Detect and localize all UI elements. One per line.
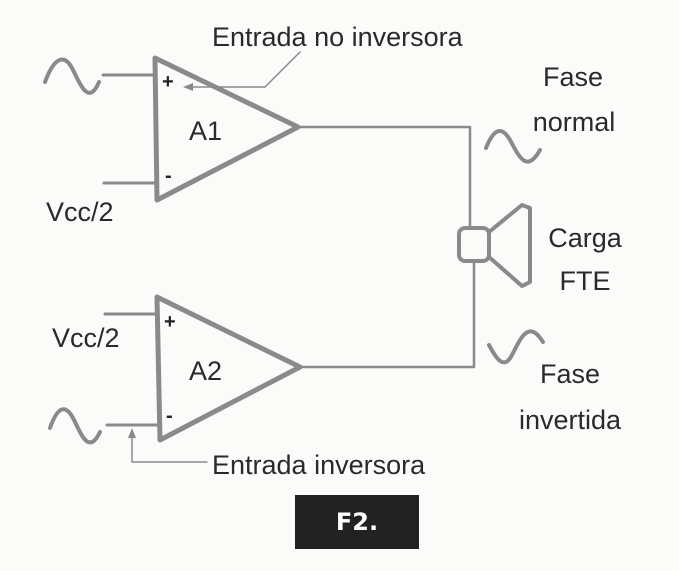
opamp-a2-label: A2 [189, 356, 223, 386]
phase-normal-label-line2: normal [532, 107, 616, 137]
sine-wave-icon [43, 57, 101, 95]
a2-minus-sign: - [166, 405, 173, 427]
vcc-a2-label: Vcc/2 [52, 323, 120, 353]
noninverting-arrow-icon [183, 83, 193, 91]
figure-label-badge: F2. [295, 495, 419, 549]
a1-plus-sign: + [162, 71, 174, 93]
inverting-input-label: Entrada inversora [212, 450, 426, 480]
sine-wave-icon [48, 407, 102, 445]
load-label-line2: FTE [559, 266, 611, 296]
inverting-arrow-icon [128, 428, 136, 438]
phase-inverted-label-line1: Fase [539, 359, 601, 389]
a1-output-wire [296, 125, 472, 228]
load-label-line1: Carga [548, 223, 622, 253]
inverted-sine-wave-icon [487, 329, 545, 365]
a1-minus-sign: - [165, 165, 172, 187]
inverting-input-leader [131, 433, 208, 463]
speaker-icon [457, 203, 532, 288]
noninverting-input-leader [191, 51, 301, 88]
a2-output-wire [298, 260, 476, 369]
sine-wave-icon [484, 129, 542, 164]
opamp-a2-triangle [154, 294, 303, 443]
vcc-a1-label: Vcc/2 [46, 197, 114, 227]
opamp-a1-triangle [152, 55, 301, 203]
noninverting-input-label: Entrada no inversora [212, 22, 463, 52]
phase-inverted-label-line2: invertida [518, 405, 622, 435]
phase-normal-label-line1: Fase [542, 62, 604, 92]
a2-plus-sign: + [164, 311, 176, 333]
opamp-a1-label: A1 [189, 116, 223, 146]
